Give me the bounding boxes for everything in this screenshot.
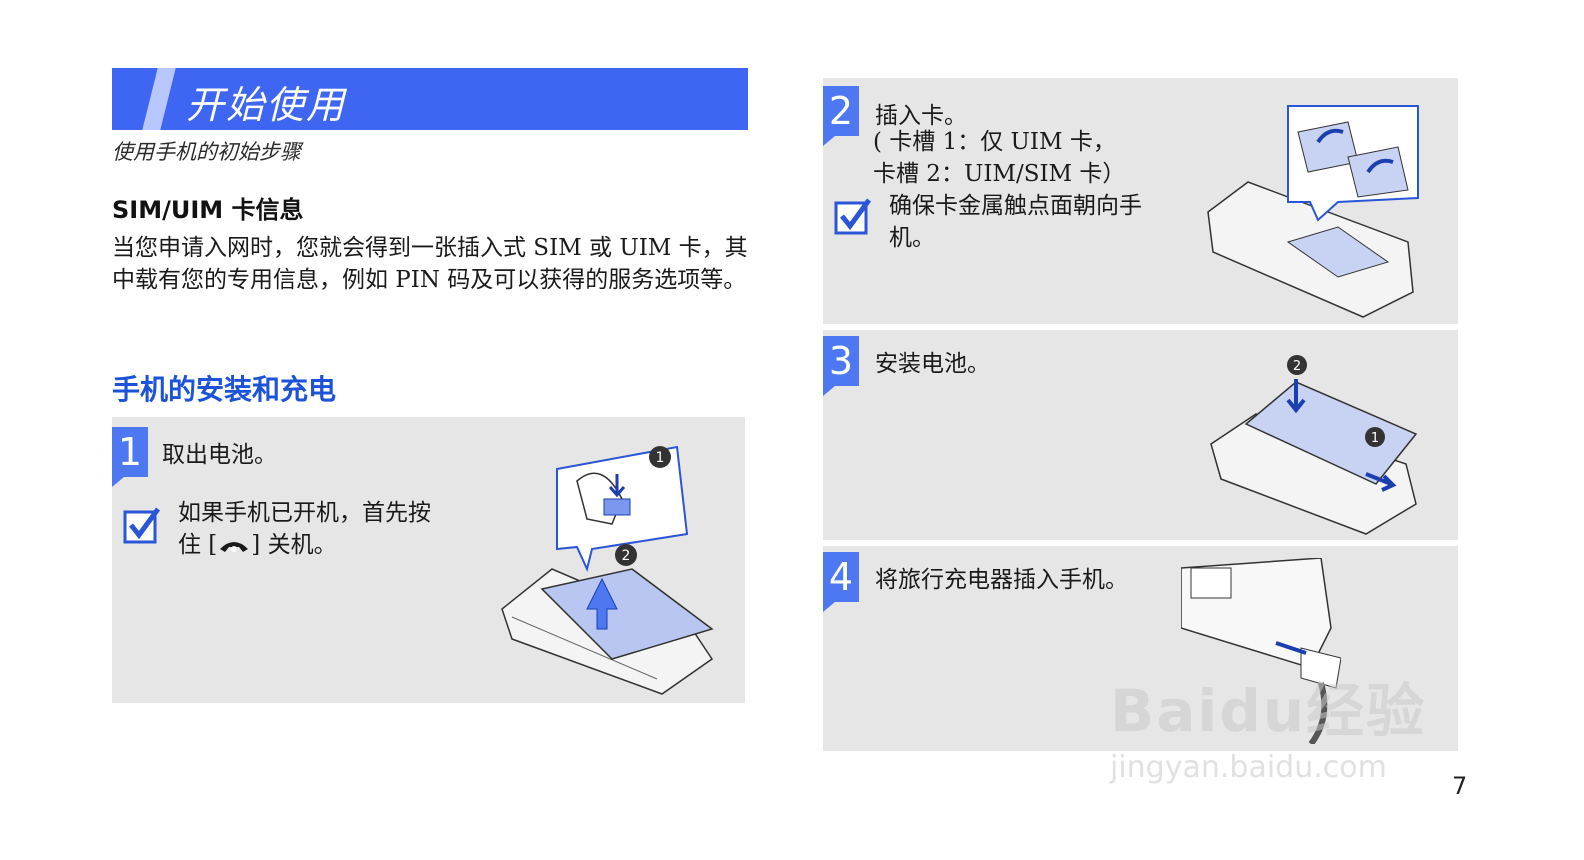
card-insertion-illustration	[1207, 105, 1419, 318]
step-2-title: 插入卡。	[875, 103, 967, 129]
page-number: 7	[1452, 772, 1468, 800]
step-2-panel: 2 插入卡。 ( 卡槽 1：仅 UIM 卡， 卡槽 2：UIM/SIM 卡） 确…	[823, 78, 1458, 324]
end-call-key-icon	[220, 542, 249, 552]
battery-removal-illustration	[501, 445, 714, 695]
step-3-number: 3	[823, 336, 859, 396]
check-box-icon	[834, 198, 872, 235]
page-subtitle: 使用手机的初始步骤	[112, 140, 301, 164]
charger-illustration	[1181, 558, 1341, 744]
step-2-note: 确保卡金属触点面朝向手机。	[889, 193, 1142, 251]
step-1-callout-2: 2	[622, 548, 631, 564]
step-1-note-before: 如果手机已开机，首先按住 [	[178, 500, 431, 558]
page-title: 开始使用	[186, 83, 347, 127]
banner-stripe	[142, 68, 176, 130]
step-1-title: 取出电池。	[162, 442, 277, 468]
step-1-note-after: ] 关机。	[251, 532, 337, 558]
check-box-icon	[123, 507, 161, 544]
title-banner: 开始使用	[112, 68, 748, 130]
step-1-note: 如果手机已开机，首先按住 [] 关机。	[178, 497, 448, 561]
callout-badge: 2	[1287, 355, 1307, 375]
step-2-detail-2: 卡槽 2：UIM/SIM 卡）	[873, 161, 1126, 187]
step-3-title: 安装电池。	[875, 351, 990, 377]
step-4-title: 将旅行充电器插入手机。	[875, 567, 1128, 593]
watermark-url: jingyan.baidu.com	[1110, 750, 1387, 785]
sim-section-body: 当您申请入网时，您就会得到一张插入式 SIM 或 UIM 卡，其中载有您的专用信…	[112, 235, 748, 293]
baidu-watermark: Baidu经验 jingyan.baidu.com	[1110, 664, 1426, 785]
step-4-number: 4	[823, 552, 859, 612]
step-1-number: 1	[112, 427, 148, 487]
step-1-panel: 1 取出电池。 如果手机已开机，首先按住 [] 关机。 1 2	[112, 417, 745, 703]
step-2-number: 2	[823, 86, 859, 146]
step-4-panel: 4 将旅行充电器插入手机。	[823, 546, 1458, 751]
battery-install-illustration	[1210, 379, 1418, 535]
step-2-detail-1: ( 卡槽 1：仅 UIM 卡，	[873, 129, 1116, 155]
sim-section-heading: SIM/UIM 卡信息	[112, 196, 304, 224]
step-3-callout-1: 2	[1293, 359, 1301, 374]
install-section-heading: 手机的安装和充电	[112, 373, 337, 406]
step-1-callout-1: 1	[656, 450, 665, 466]
callout-badge: 1	[1365, 427, 1385, 447]
watermark-brand: Baidu经验	[1110, 677, 1427, 745]
step-3-panel: 3 安装电池。 2 1	[823, 330, 1458, 540]
callout-badge: 1	[649, 446, 671, 468]
step-3-callout-2: 1	[1371, 431, 1379, 446]
callout-badge: 2	[615, 544, 637, 566]
